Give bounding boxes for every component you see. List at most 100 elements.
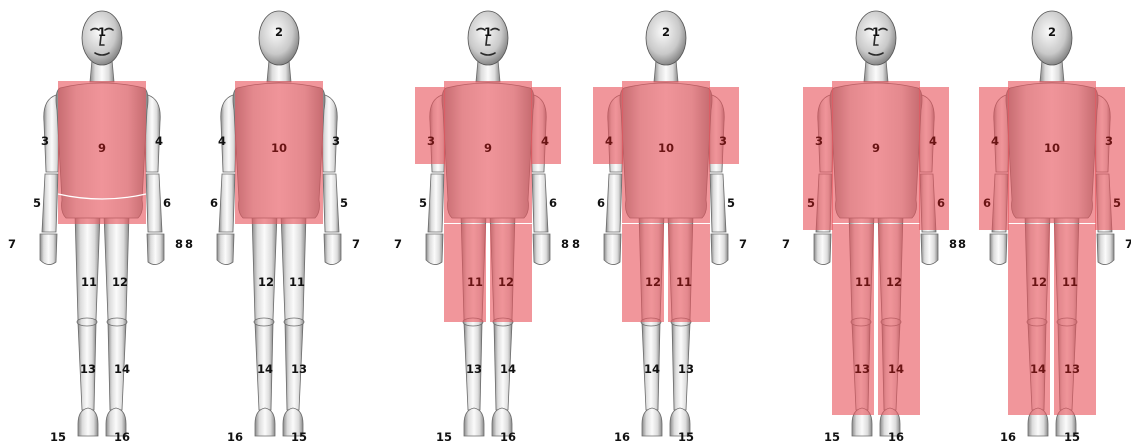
thigh-right — [281, 214, 306, 320]
segment-label-arm-right: 3 — [332, 134, 340, 148]
segment-label-arm-left: 3 — [427, 134, 435, 148]
foot-left — [464, 408, 484, 436]
segment-label-thigh-left: 11 — [81, 275, 97, 289]
segment-label-hand-left: 8 — [958, 237, 966, 251]
segment-label-arm-left: 4 — [605, 134, 613, 148]
segment-label-forearm-right: 6 — [549, 196, 557, 210]
knee-left — [254, 318, 274, 326]
segment-label-torso: 9 — [872, 141, 880, 155]
segment-label-shin-right: 13 — [291, 362, 307, 376]
segment-label-head: 1 — [484, 25, 492, 39]
segment-label-torso: 10 — [1044, 141, 1060, 155]
hand-left — [814, 234, 831, 265]
segment-label-foot-left: 15 — [50, 430, 66, 444]
segment-label-foot-right: 16 — [500, 430, 516, 444]
segment-label-foot-left: 15 — [824, 430, 840, 444]
segment-label-torso: 10 — [658, 141, 674, 155]
knee-right — [107, 318, 127, 326]
segment-label-foot-right: 15 — [678, 430, 694, 444]
forearm-right — [532, 174, 548, 232]
arm-highlight-right — [531, 87, 561, 164]
segment-label-head: 2 — [1048, 25, 1056, 39]
segment-label-forearm-left: 6 — [597, 196, 605, 210]
hand-left — [217, 234, 234, 265]
foot-left — [255, 408, 275, 436]
forearm-left — [428, 174, 444, 232]
segment-label-arm-right: 4 — [541, 134, 549, 148]
leg-highlight-left — [444, 224, 486, 322]
forearm-right — [146, 174, 162, 232]
segment-label-torso: 9 — [98, 141, 106, 155]
segment-label-hand-right: 7 — [1125, 237, 1131, 251]
segment-label-foot-left: 16 — [227, 430, 243, 444]
hand-left — [990, 234, 1007, 265]
segment-label-shin-right: 14 — [500, 362, 516, 376]
segment-label-thigh-right: 11 — [1062, 275, 1078, 289]
foot-left — [642, 408, 662, 436]
segment-label-forearm-left: 5 — [33, 196, 41, 210]
segment-label-shin-left: 13 — [854, 362, 870, 376]
segment-label-shin-left: 14 — [257, 362, 273, 376]
segment-label-head: 2 — [275, 25, 283, 39]
hand-left — [426, 234, 443, 265]
segment-label-thigh-left: 11 — [467, 275, 483, 289]
segment-label-foot-left: 16 — [1000, 430, 1016, 444]
segment-label-shin-right: 14 — [114, 362, 130, 376]
segment-label-head: 2 — [662, 25, 670, 39]
hand-left — [604, 234, 621, 265]
segment-label-thigh-left: 12 — [1031, 275, 1047, 289]
forearm-left — [219, 174, 235, 232]
segment-label-thigh-left: 11 — [855, 275, 871, 289]
leg-highlight-left — [622, 224, 664, 322]
segment-label-thigh-left: 12 — [645, 275, 661, 289]
segment-label-foot-right: 15 — [291, 430, 307, 444]
segment-label-arm-right: 4 — [929, 134, 937, 148]
segment-label-foot-right: 16 — [114, 430, 130, 444]
segment-label-hand-left: 8 — [185, 237, 193, 251]
segment-label-hand-left: 7 — [394, 237, 402, 251]
segment-label-foot-left: 16 — [614, 430, 630, 444]
leg-highlight-right — [878, 224, 920, 415]
segment-label-hand-right: 8 — [175, 237, 183, 251]
forearm-right — [323, 174, 339, 232]
segment-label-forearm-left: 6 — [983, 196, 991, 210]
mannequin-front-torso: 19345678111213141516 — [8, 11, 183, 444]
segment-label-thigh-right: 12 — [112, 275, 128, 289]
segment-label-arm-right: 3 — [719, 134, 727, 148]
knee-left — [77, 318, 97, 326]
thigh-right — [104, 214, 129, 320]
segment-label-hand-right: 7 — [352, 237, 360, 251]
segment-label-forearm-right: 5 — [727, 196, 735, 210]
segment-label-forearm-left: 5 — [807, 196, 815, 210]
hand-right — [324, 234, 341, 265]
arm-highlight-left — [593, 87, 623, 164]
segment-label-shin-left: 14 — [1030, 362, 1046, 376]
segment-label-arm-right: 3 — [1105, 134, 1113, 148]
knee-right — [284, 318, 304, 326]
segment-label-arm-left: 3 — [815, 134, 823, 148]
forearm-left — [606, 174, 622, 232]
hand-right — [711, 234, 728, 265]
foot-left — [78, 408, 98, 436]
segment-label-arm-left: 4 — [991, 134, 999, 148]
segment-label-hand-left: 7 — [8, 237, 16, 251]
segment-label-thigh-right: 11 — [289, 275, 305, 289]
segment-label-shin-left: 14 — [644, 362, 660, 376]
segment-label-shin-right: 13 — [678, 362, 694, 376]
leg-highlight-left — [832, 224, 874, 415]
segment-label-thigh-right: 11 — [676, 275, 692, 289]
leg-highlight-right — [668, 224, 710, 322]
segment-label-hand-right: 8 — [561, 237, 569, 251]
segment-label-hand-right: 7 — [739, 237, 747, 251]
leg-highlight-right — [1054, 224, 1096, 415]
segment-label-forearm-right: 6 — [163, 196, 171, 210]
forearm-right — [710, 174, 726, 232]
forearm-left — [42, 174, 58, 232]
segment-label-shin-right: 14 — [888, 362, 904, 376]
segment-label-thigh-left: 12 — [258, 275, 274, 289]
segment-label-hand-left: 7 — [782, 237, 790, 251]
thigh-left — [252, 214, 277, 320]
